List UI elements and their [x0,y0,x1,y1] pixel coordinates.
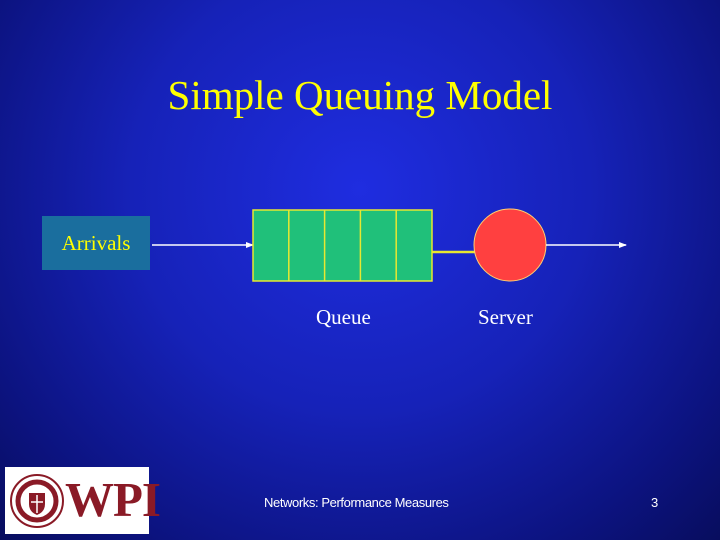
queue-label: Queue [316,305,371,329]
server-label: Server [478,305,533,329]
arrivals-label: Arrivals [61,231,131,255]
wpi-logo: WPI [5,467,161,534]
queue-buffer [252,209,433,282]
seal-icon [10,474,64,528]
page-number: 3 [651,495,659,510]
footer-text: Networks: Performance Measures [264,495,449,510]
queue-slot-dividers [288,210,397,281]
server-circle [473,208,547,282]
logo-text: WPI [65,472,161,527]
arrivals-box: Arrivals [42,216,150,270]
page-title: Simple Queuing Model [167,72,553,118]
